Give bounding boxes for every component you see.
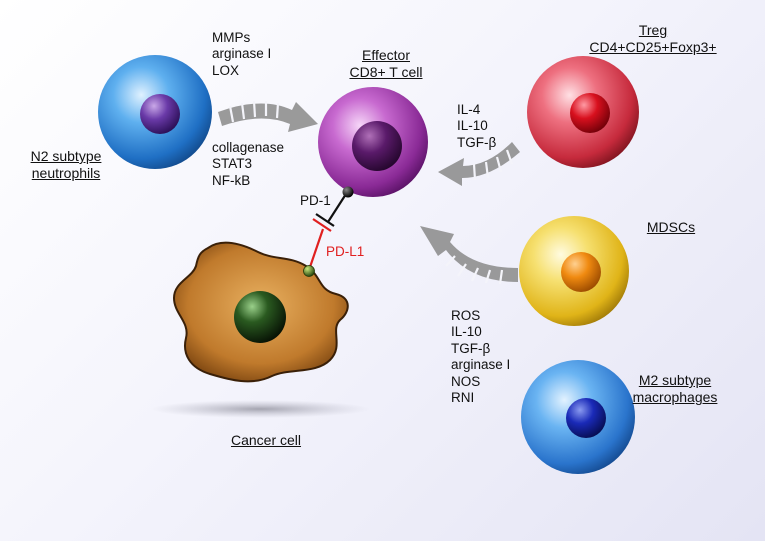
neutrophil-title: N2 subtype neutrophils — [30, 148, 102, 181]
macrophage-title: M2 subtype macrophages — [632, 372, 718, 405]
treg-cell — [527, 56, 639, 168]
treg-title: Treg CD4+CD25+Foxp3+ — [589, 22, 717, 55]
neutrophil-factors-lower: collagenase STAT3 NF-kB — [212, 140, 285, 188]
mdsc-cell — [519, 216, 629, 326]
pd1-label: PD-1 — [300, 193, 331, 208]
treg-factors: IL-4 IL-10 TGF-β — [457, 102, 497, 150]
cancer-cell-title: Cancer cell — [230, 432, 302, 448]
checkpoint-link — [303, 186, 354, 277]
pd-l1-ligand-dot — [303, 265, 315, 277]
arrow-mdsc-to-tcell — [420, 226, 518, 285]
mdsc-title: MDSCs — [646, 219, 696, 235]
neutrophil-factors-upper: MMPs arginase I LOX — [212, 30, 272, 78]
effector-title: Effector CD8+ T cell — [349, 47, 423, 80]
cancer-cell-shadow — [150, 400, 370, 418]
macrophage-cell — [521, 360, 635, 474]
effector-t-cell — [318, 87, 428, 197]
cancer-cell — [172, 241, 349, 383]
arrow-neutrophil-to-tcell — [218, 100, 318, 132]
pd1-receptor-dot — [342, 186, 354, 198]
pd-l1-label: PD-L1 — [326, 244, 365, 259]
mdsc-macrophage-factors: ROS IL-10 TGF-β arginase I NOS RNI — [451, 308, 511, 406]
neutrophil-cell — [98, 55, 212, 169]
arrow-treg-to-tcell — [438, 142, 520, 186]
